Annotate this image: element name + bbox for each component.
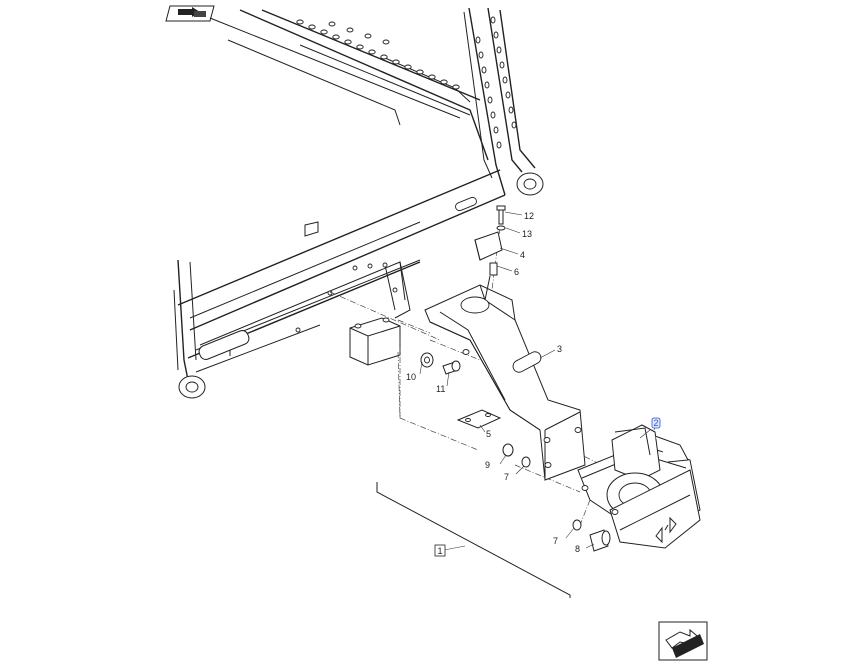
washer-part-7-lower <box>572 519 582 531</box>
callout-10: 10 <box>406 372 416 382</box>
callout-13: 13 <box>522 229 532 239</box>
washer-part-10 <box>420 352 434 368</box>
pin-part-6 <box>484 262 498 301</box>
frame-holes <box>295 16 517 333</box>
washer-part-7-upper <box>521 456 531 468</box>
bolt-part-8 <box>589 529 611 552</box>
leader-lines <box>419 211 657 551</box>
chassis-frame <box>173 7 544 399</box>
callout-7-upper: 7 <box>504 472 509 482</box>
plate-part <box>456 409 502 429</box>
hitch-arrow-marks <box>655 516 677 544</box>
callout-1-box: 1 <box>434 544 446 557</box>
next-page-icon[interactable] <box>658 621 708 661</box>
callout-6: 6 <box>514 267 519 277</box>
callout-labels: 12 13 4 6 3 10 11 5 9 7 2 7 8 1 <box>406 211 661 557</box>
callout-8: 8 <box>575 544 580 554</box>
callout-11: 11 <box>436 384 445 394</box>
bolt-part-12 <box>496 205 506 225</box>
nut-part-9 <box>502 443 514 457</box>
callout-3: 3 <box>557 344 562 354</box>
callout-4: 4 <box>520 250 525 260</box>
pin-part-11 <box>442 360 461 375</box>
washer-part-13 <box>496 225 506 231</box>
cap-part <box>474 231 503 261</box>
alignment-lines <box>329 227 613 526</box>
callout-2-highlight[interactable]: 2 <box>651 417 661 429</box>
callout-12: 12 <box>524 211 534 221</box>
assembly-bracket-1 <box>376 482 571 598</box>
callout-5: 5 <box>486 429 491 439</box>
callout-1: 1 <box>438 546 443 556</box>
drawbar-bracket <box>424 284 586 481</box>
callout-9: 9 <box>485 460 490 470</box>
callout-7-lower: 7 <box>553 536 558 546</box>
callout-2[interactable]: 2 <box>654 418 659 428</box>
tow-hitch-part <box>577 424 701 549</box>
back-arrow-icon[interactable] <box>165 5 215 22</box>
